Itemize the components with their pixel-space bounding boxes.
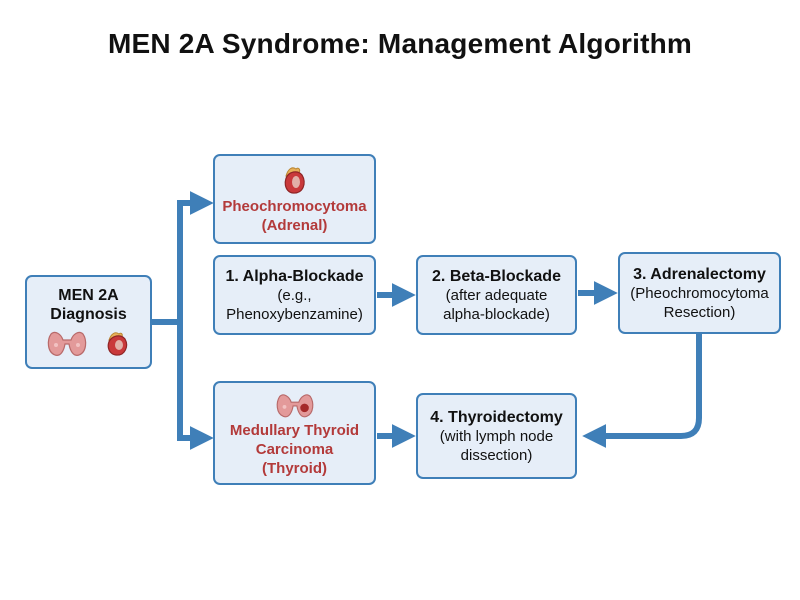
adrenal-icon bbox=[284, 167, 305, 194]
node-step2-line2: (after adequate bbox=[445, 286, 548, 304]
node-medullary-thyroid-line1: Medullary Thyroid bbox=[229, 421, 360, 439]
node-step4-title: 4. Thyroidectomy bbox=[430, 408, 563, 426]
node-men2a-diagnosis[interactable]: MEN 2A Diagnosis bbox=[25, 275, 152, 369]
node-men2a-diagnosis-line2: Diagnosis bbox=[50, 306, 127, 323]
diagnosis-icons bbox=[45, 328, 133, 358]
node-medullary-thyroid-carcinoma[interactable]: Medullary Thyroid Carcinoma (Thyroid) bbox=[213, 381, 376, 485]
node-step1-title: 1. Alpha-Blockade bbox=[225, 267, 364, 285]
node-step1-line2: (e.g., bbox=[277, 286, 312, 304]
arrow-step3-to-step4 bbox=[582, 334, 702, 448]
node-step1-alpha-blockade[interactable]: 1. Alpha-Blockade (e.g., Phenoxybenzamin… bbox=[213, 255, 376, 335]
thyroid-icon bbox=[47, 331, 86, 356]
node-step2-beta-blockade[interactable]: 2. Beta-Blockade (after adequate alpha-b… bbox=[416, 255, 577, 335]
node-step3-line2: (Pheochromocytoma bbox=[630, 284, 769, 302]
node-pheochromocytoma[interactable]: Pheochromocytoma (Adrenal) bbox=[213, 154, 376, 244]
node-men2a-diagnosis-line1: MEN 2A bbox=[58, 287, 119, 304]
thyroid-icon bbox=[276, 393, 313, 417]
node-step3-line3: Resection) bbox=[663, 303, 736, 321]
node-step2-line3: alpha-blockade) bbox=[443, 305, 550, 323]
node-pheochromocytoma-line1: Pheochromocytoma bbox=[222, 198, 367, 215]
page-title: MEN 2A Syndrome: Management Algorithm bbox=[107, 28, 693, 59]
node-step3-title: 3. Adrenalectomy bbox=[633, 265, 766, 283]
adrenal-icon bbox=[107, 332, 127, 356]
node-medullary-thyroid-line3: (Thyroid) bbox=[262, 459, 327, 477]
node-step4-line3: dissection) bbox=[460, 446, 533, 464]
node-medullary-thyroid-line2: Carcinoma bbox=[255, 440, 334, 458]
node-pheochromocytoma-line2: (Adrenal) bbox=[261, 217, 328, 234]
node-step1-line3: Phenoxybenzamine) bbox=[226, 305, 363, 323]
node-step2-title: 2. Beta-Blockade bbox=[432, 267, 561, 285]
node-step4-thyroidectomy[interactable]: 4. Thyroidectomy (with lymph node dissec… bbox=[416, 393, 577, 479]
node-step4-line2: (with lymph node bbox=[439, 427, 554, 445]
node-step3-adrenalectomy[interactable]: 3. Adrenalectomy (Pheochromocytoma Resec… bbox=[618, 252, 781, 334]
